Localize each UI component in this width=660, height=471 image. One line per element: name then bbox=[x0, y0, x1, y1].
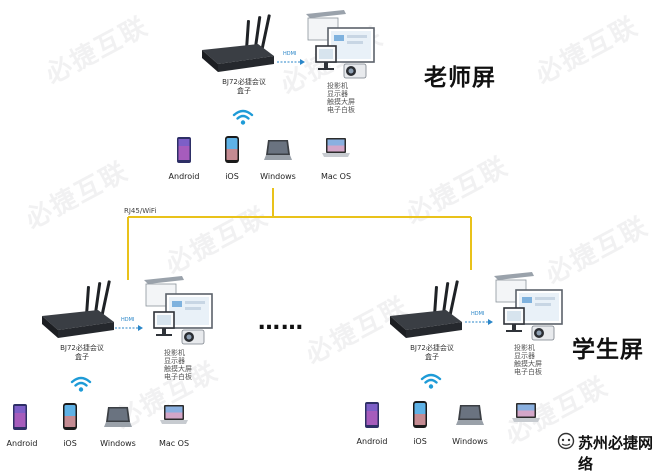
hdmi-arrow bbox=[277, 59, 305, 65]
client-label: Android bbox=[356, 437, 388, 446]
windows-laptop-icon bbox=[104, 407, 132, 427]
display-labels: 投影机 显示器 触摸大屏 电子白板 bbox=[327, 82, 355, 114]
client-label: Android bbox=[6, 439, 38, 448]
ellipsis: …… bbox=[258, 310, 304, 335]
client-label: iOS bbox=[225, 172, 239, 181]
iphone-icon bbox=[413, 401, 427, 428]
client-label: Mac OS bbox=[158, 439, 190, 448]
mac-laptop-icon bbox=[160, 405, 188, 424]
windows-laptop-icon bbox=[456, 405, 484, 425]
iphone-icon bbox=[225, 136, 239, 163]
router-box bbox=[42, 280, 114, 338]
client-label: Windows bbox=[260, 172, 296, 181]
teacher-screen-title: 老师屏 bbox=[424, 65, 496, 91]
router-label: BJ72必捷会议 盒子 bbox=[410, 344, 454, 361]
student-screen-title: 学生屏 bbox=[572, 337, 644, 363]
router-label: BJ72必捷会议 盒子 bbox=[60, 344, 104, 361]
android-phone-icon bbox=[177, 137, 191, 163]
display-cluster bbox=[144, 276, 213, 345]
iphone-icon bbox=[63, 403, 77, 430]
router-box bbox=[202, 14, 274, 72]
client-label: Mac OS bbox=[320, 172, 352, 181]
display-labels: 投影机 显示器 触摸大屏 电子白板 bbox=[514, 344, 542, 376]
hdmi-label: HDMI bbox=[283, 51, 297, 57]
hdmi-label: HDMI bbox=[121, 317, 135, 323]
router-box bbox=[390, 280, 462, 338]
client-label: Windows bbox=[100, 439, 136, 448]
client-label: iOS bbox=[63, 439, 77, 448]
client-label: Windows bbox=[452, 437, 488, 446]
hdmi-arrow bbox=[115, 325, 143, 331]
network-label: RJ45/WiFi bbox=[124, 207, 157, 215]
display-cluster bbox=[306, 10, 375, 79]
client-label: Android bbox=[168, 172, 200, 181]
android-phone-icon bbox=[13, 404, 27, 430]
brand-name: 苏州必捷网络 bbox=[578, 434, 654, 471]
windows-laptop-icon bbox=[264, 140, 292, 160]
wifi-icon bbox=[70, 376, 92, 392]
client-label: iOS bbox=[413, 437, 427, 446]
android-phone-icon bbox=[365, 402, 379, 428]
wechat-icon bbox=[557, 432, 575, 450]
mac-laptop-icon bbox=[322, 138, 350, 157]
router-label: BJ72必捷会议 盒子 bbox=[222, 78, 266, 95]
display-labels: 投影机 显示器 触摸大屏 电子白板 bbox=[164, 349, 192, 381]
display-cluster bbox=[494, 272, 563, 341]
mac-laptop-icon bbox=[512, 403, 540, 422]
hdmi-arrow bbox=[465, 319, 493, 325]
hdmi-label: HDMI bbox=[471, 311, 485, 317]
wifi-icon bbox=[420, 373, 442, 389]
wifi-icon bbox=[232, 109, 254, 125]
